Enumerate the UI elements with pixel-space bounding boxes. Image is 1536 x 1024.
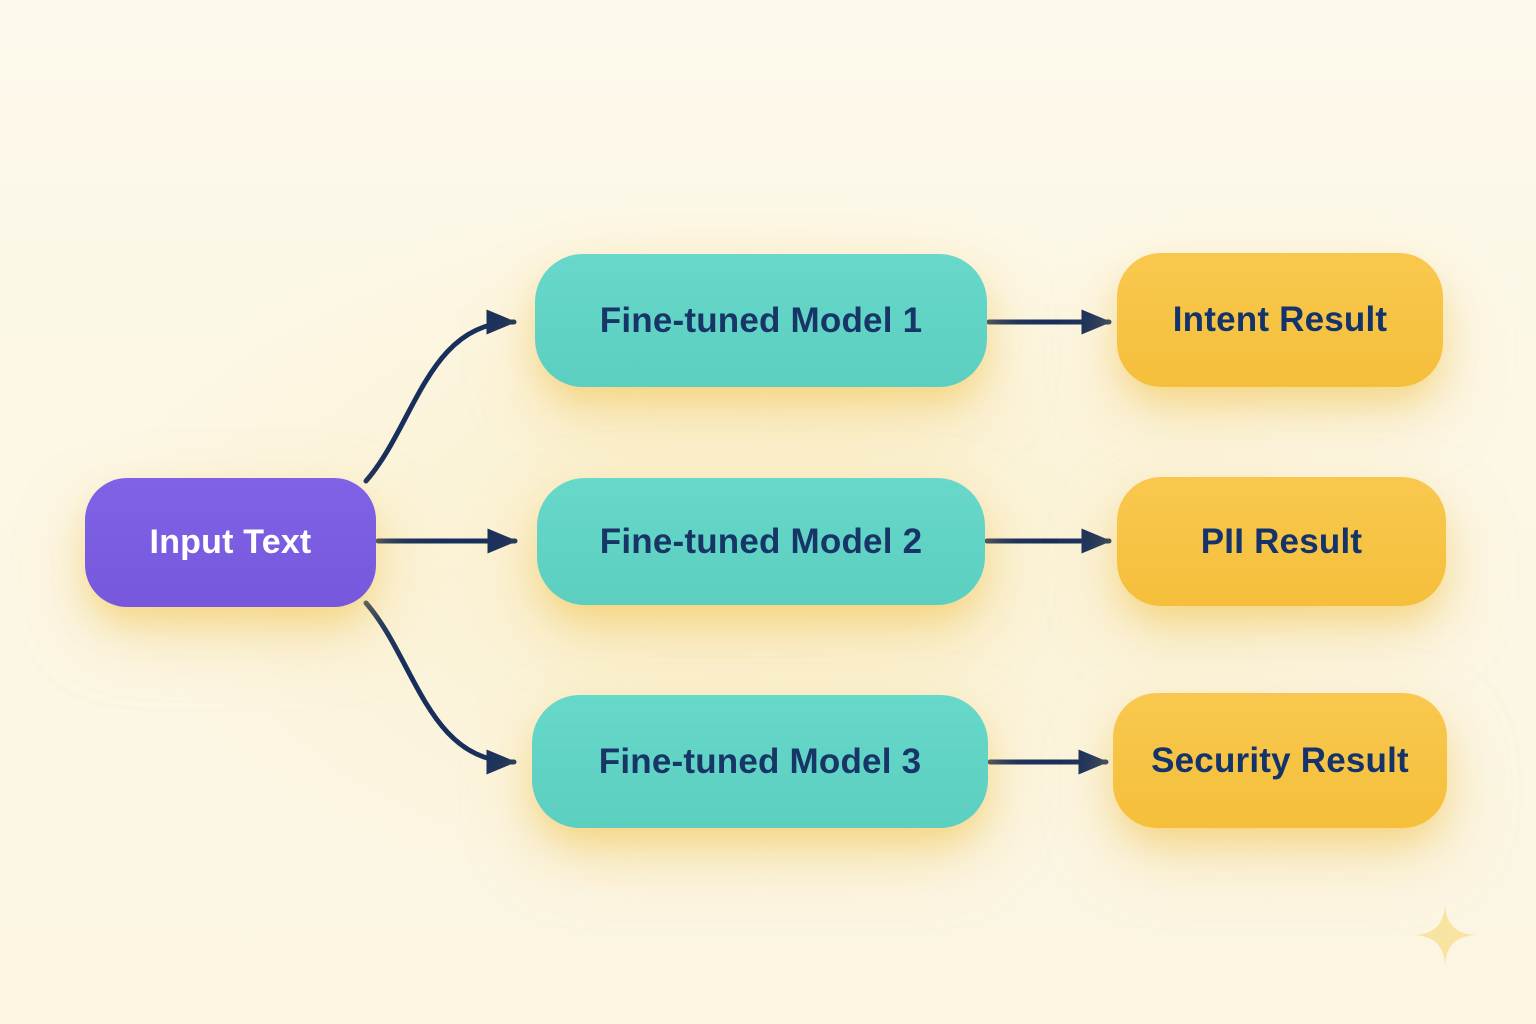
node-input-text: Input Text [85,478,376,607]
edge-input-model3 [363,600,517,775]
node-input-text-label: Input Text [149,523,312,561]
node-fine-tuned-model-1-label: Fine-tuned Model 1 [599,300,923,340]
sparkle-icon [1412,902,1478,968]
node-pii-result-label: PII Result [1200,521,1363,561]
node-security-result-label: Security Result [1151,740,1409,780]
node-fine-tuned-model-2-label: Fine-tuned Model 2 [599,521,923,561]
node-fine-tuned-model-3: Fine-tuned Model 3 [532,695,988,828]
node-fine-tuned-model-3-label: Fine-tuned Model 3 [598,741,922,781]
node-fine-tuned-model-2: Fine-tuned Model 2 [537,478,985,605]
node-fine-tuned-model-1: Fine-tuned Model 1 [535,254,987,387]
edge-input-model1 [363,309,517,484]
node-intent-result: Intent Result [1117,253,1443,387]
node-intent-result-label: Intent Result [1172,300,1388,339]
node-security-result: Security Result [1113,693,1447,828]
node-pii-result: PII Result [1117,477,1446,606]
